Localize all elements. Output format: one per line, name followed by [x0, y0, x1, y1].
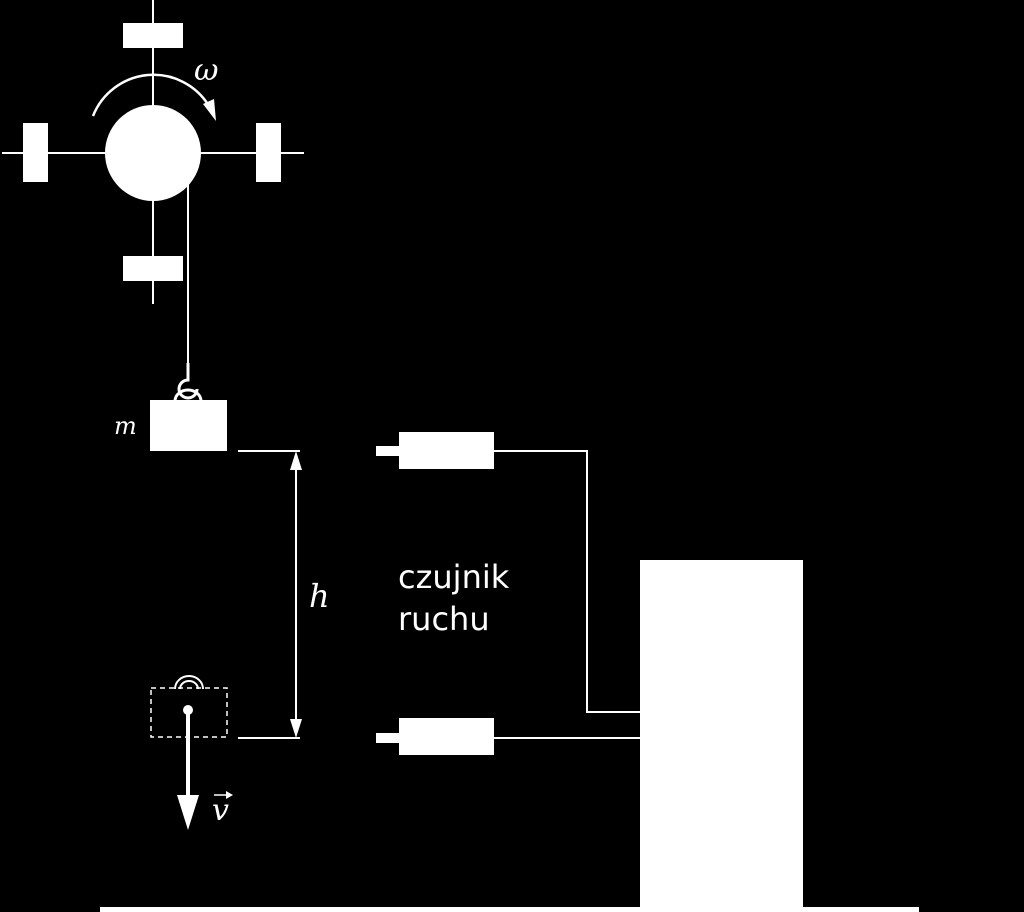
rotating-wheel-assembly: ω: [2, 0, 304, 304]
floor-line: [100, 907, 919, 912]
rotation-arrowhead-icon: [203, 99, 216, 121]
mass-label: m: [114, 412, 137, 440]
motion-sensor-top: [376, 432, 640, 713]
mass-handle: [173, 388, 203, 402]
sensor-label-line2: ruchu: [398, 600, 490, 638]
sensor-bottom-nozzle: [376, 733, 401, 743]
height-arrowhead-up-icon: [290, 451, 302, 470]
arm-weight-right: [256, 123, 281, 182]
arm-weight-left: [23, 123, 48, 182]
sensor-bottom-body: [399, 718, 494, 755]
sensor-top-nozzle: [376, 446, 401, 456]
sensor-top-cable: [494, 450, 640, 713]
lower-mass-handle-inner: [179, 680, 199, 690]
arm-weight-bottom: [123, 256, 183, 281]
arm-weight-top: [123, 23, 183, 48]
wheel-hub: [105, 105, 201, 201]
omega-label: ω: [194, 53, 218, 88]
sensor-top-body: [399, 432, 494, 469]
height-label: h: [309, 577, 330, 615]
hanging-mass-assembly: m: [114, 175, 227, 451]
lower-mass-assembly: v: [150, 675, 233, 830]
height-dimension: h: [238, 450, 330, 739]
velocity-vector-arrowhead-icon: [226, 791, 233, 799]
rotation-arrow: [91, 73, 211, 117]
sensor-label-line1: czujnik: [398, 558, 510, 596]
velocity-label: v: [212, 793, 229, 828]
velocity-arrowhead-icon: [177, 795, 199, 830]
lower-mass-handle-outer: [174, 675, 204, 690]
mass-block: [150, 400, 227, 451]
sensor-tower: [640, 560, 803, 912]
motion-sensor-bottom: [376, 718, 640, 755]
height-arrowhead-down-icon: [290, 719, 302, 738]
hook-icon: [177, 363, 199, 400]
